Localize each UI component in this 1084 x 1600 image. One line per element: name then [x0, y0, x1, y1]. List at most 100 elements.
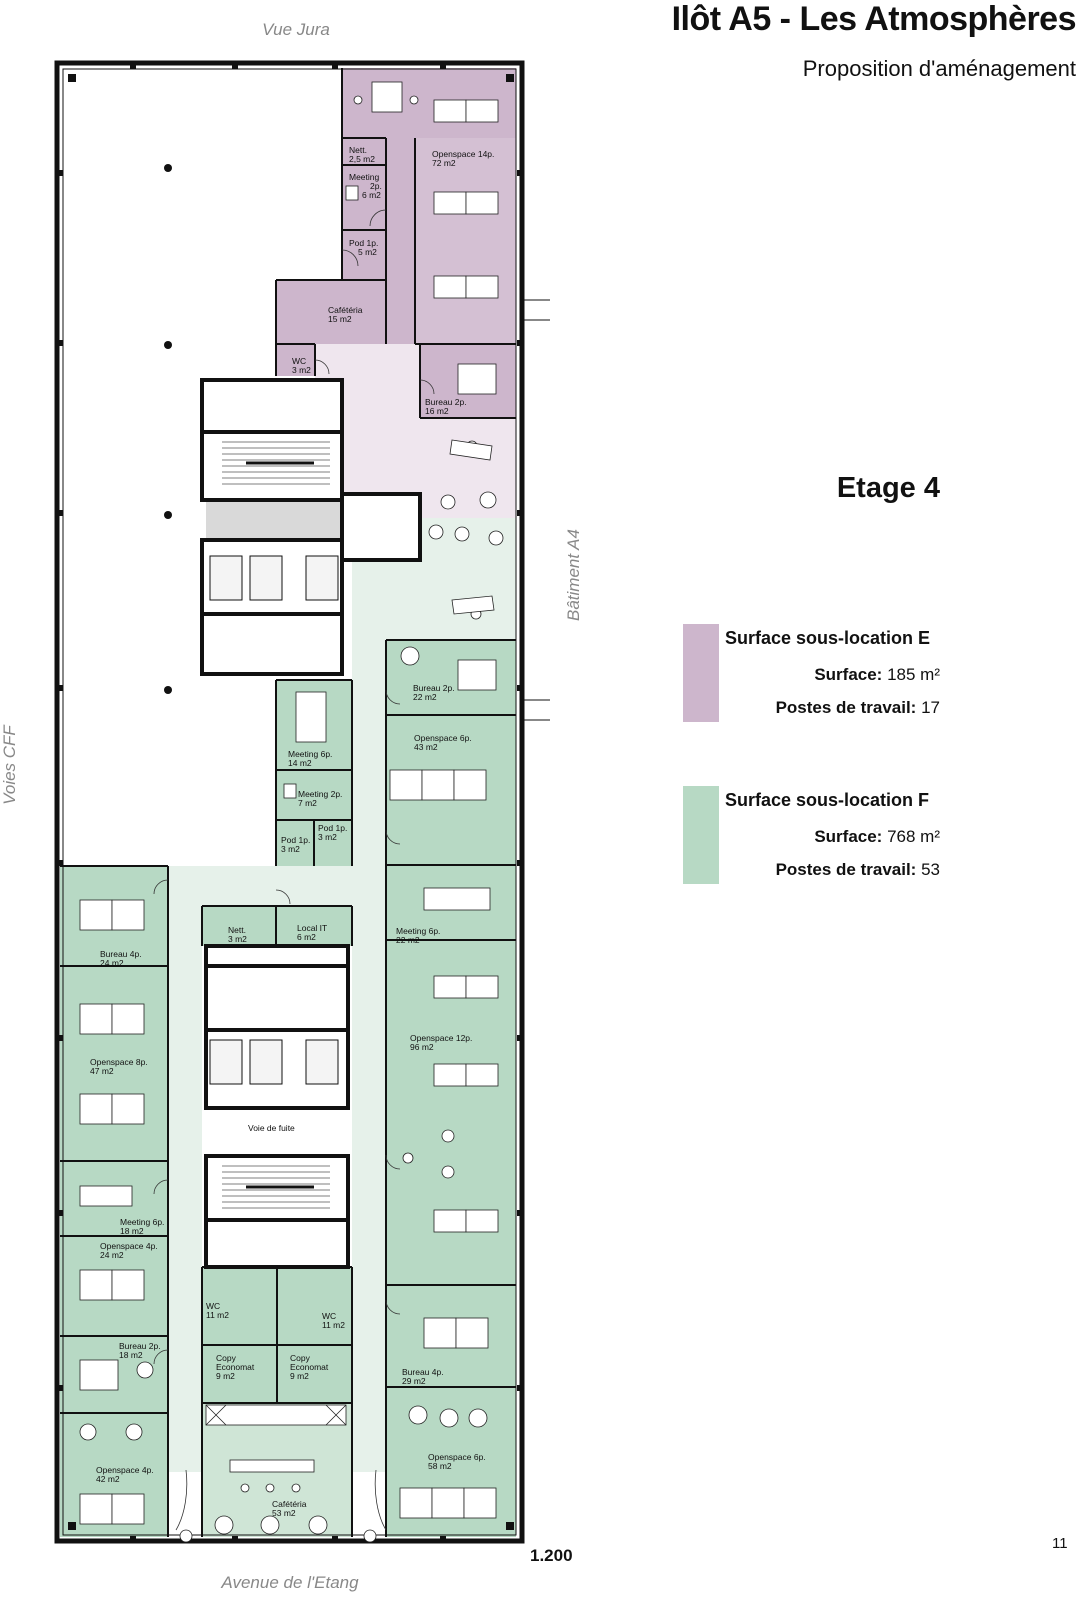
- room-label: Nett.2,5 m2: [349, 145, 375, 164]
- legend-posts-value-e: 17: [921, 698, 940, 717]
- page-subtitle: Proposition d'aménagement: [802, 56, 1076, 81]
- room-line: 47 m2: [90, 1066, 114, 1076]
- room-label: Nett.3 m2: [228, 925, 247, 944]
- zone-f-corridor-c: [352, 900, 386, 1472]
- room-line: 9 m2: [216, 1371, 235, 1381]
- stair-treads: [222, 441, 330, 1209]
- zone-e-openspace: [415, 138, 516, 344]
- room-line: Openspace 4p.: [100, 1241, 158, 1251]
- zone-f-corridor-a: [352, 560, 386, 900]
- room-line: Pod 1p.: [349, 238, 378, 248]
- room-line: 96 m2: [410, 1042, 434, 1052]
- room-label: Openspace 14p.72 m2: [432, 149, 494, 168]
- room-line: Copy: [290, 1353, 311, 1363]
- room-line: Pod 1p.: [318, 823, 347, 833]
- zone-f-open8: [60, 966, 168, 1161]
- legend-title-e: Surface sous-location E: [725, 628, 931, 648]
- room-line: 6 m2: [297, 932, 316, 942]
- legend-posts-label-e: Postes de travail:: [775, 698, 917, 717]
- zone-f-nett: [202, 906, 276, 946]
- room-line: Openspace 14p.: [432, 149, 494, 159]
- room-line: WC: [206, 1301, 220, 1311]
- legend-posts-value-f: 53: [921, 860, 940, 879]
- room-label: Meeting 2p.7 m2: [298, 789, 342, 808]
- legend-surface-value-e: 185 m²: [887, 665, 940, 684]
- room-line: Cafétéria: [328, 305, 363, 315]
- room-line: 6 m2: [362, 190, 381, 200]
- zone-f-corridor-b: [168, 866, 202, 1472]
- room-label: Openspace 8p.47 m2: [90, 1057, 148, 1076]
- room-label: Openspace 4p.42 m2: [96, 1465, 154, 1484]
- legend-title-f: Surface sous-location F: [725, 790, 930, 810]
- room-label: Openspace 12p.96 m2: [410, 1033, 472, 1052]
- room-line: 2,5 m2: [349, 154, 375, 164]
- scale-label: 1.200: [530, 1546, 573, 1565]
- room-line: Meeting 6p.: [396, 926, 440, 936]
- floor-label: Etage 4: [836, 472, 940, 504]
- room-line: 42 m2: [96, 1474, 120, 1484]
- building-core: [200, 378, 422, 1269]
- room-line: 58 m2: [428, 1461, 452, 1471]
- room-line: 2p.: [370, 181, 382, 191]
- room-line: 16 m2: [425, 406, 449, 416]
- furniture-chairs: [79, 95, 504, 1543]
- room-line: Meeting 6p.: [120, 1217, 164, 1227]
- door-swings: [153, 209, 435, 1531]
- room-label: Meeting 6p.22 m2: [396, 926, 440, 945]
- room-line: WC: [292, 356, 306, 366]
- room-line: Bureau 2p.: [119, 1341, 161, 1351]
- room-line: 3 m2: [281, 844, 300, 854]
- outer-wall-inner: [62, 68, 517, 1536]
- legend-swatch-e: [683, 624, 719, 722]
- legend-surface-label-f: Surface:: [814, 827, 883, 846]
- legend-surface-value-f: 768 m²: [887, 827, 940, 846]
- legend-posts-f: Postes de travail: 53: [720, 860, 940, 880]
- zone-f-corridor-d: [168, 866, 386, 906]
- interior-walls: [60, 68, 516, 1537]
- room-line: Nett.: [349, 145, 367, 155]
- room-line: 53 m2: [272, 1508, 296, 1518]
- facade-mullions: [58, 64, 522, 1541]
- room-line: Copy: [216, 1353, 237, 1363]
- room-line: 9 m2: [290, 1371, 309, 1381]
- furniture-desks: [79, 81, 499, 1525]
- room-line: Openspace 6p.: [428, 1452, 486, 1462]
- room-line: 22 m2: [396, 935, 420, 945]
- room-line: 29 m2: [402, 1376, 426, 1386]
- legend-posts-e: Postes de travail: 17: [720, 698, 940, 718]
- room-label: Bureau 2p.18 m2: [119, 1341, 161, 1360]
- legend-surface-e: Surface: 185 m²: [720, 665, 940, 685]
- room-line: 3 m2: [292, 365, 311, 375]
- room-line: Meeting: [349, 172, 380, 182]
- stair-rails: [246, 461, 314, 1189]
- room-label: Meeting 6p.18 m2: [120, 1217, 164, 1236]
- room-label: Openspace 6p.58 m2: [428, 1452, 486, 1471]
- elevators: [209, 555, 339, 1085]
- legend-surface-f: Surface: 768 m²: [720, 827, 940, 847]
- room-line: 18 m2: [119, 1350, 143, 1360]
- room-line: 3 m2: [318, 832, 337, 842]
- room-line: 18 m2: [120, 1226, 144, 1236]
- bridge-a4: [522, 299, 550, 721]
- room-label: Voie de fuite: [248, 1123, 295, 1133]
- room-line: WC: [322, 1311, 336, 1321]
- columns: [164, 164, 172, 694]
- legend-surface-label-e: Surface:: [814, 665, 883, 684]
- outer-wall: [54, 60, 525, 1544]
- room-label: Openspace 4p.24 m2: [100, 1241, 158, 1260]
- room-line: 5 m2: [358, 247, 377, 257]
- room-line: Bureau 2p.: [425, 397, 467, 407]
- room-line: Economat: [290, 1362, 329, 1372]
- room-line: 15 m2: [328, 314, 352, 324]
- legend-posts-label-f: Postes de travail:: [775, 860, 917, 879]
- room-line: 22 m2: [413, 692, 437, 702]
- room-label: Meeting 6p.14 m2: [288, 749, 332, 768]
- room-label: Bureau 4p.29 m2: [402, 1367, 444, 1386]
